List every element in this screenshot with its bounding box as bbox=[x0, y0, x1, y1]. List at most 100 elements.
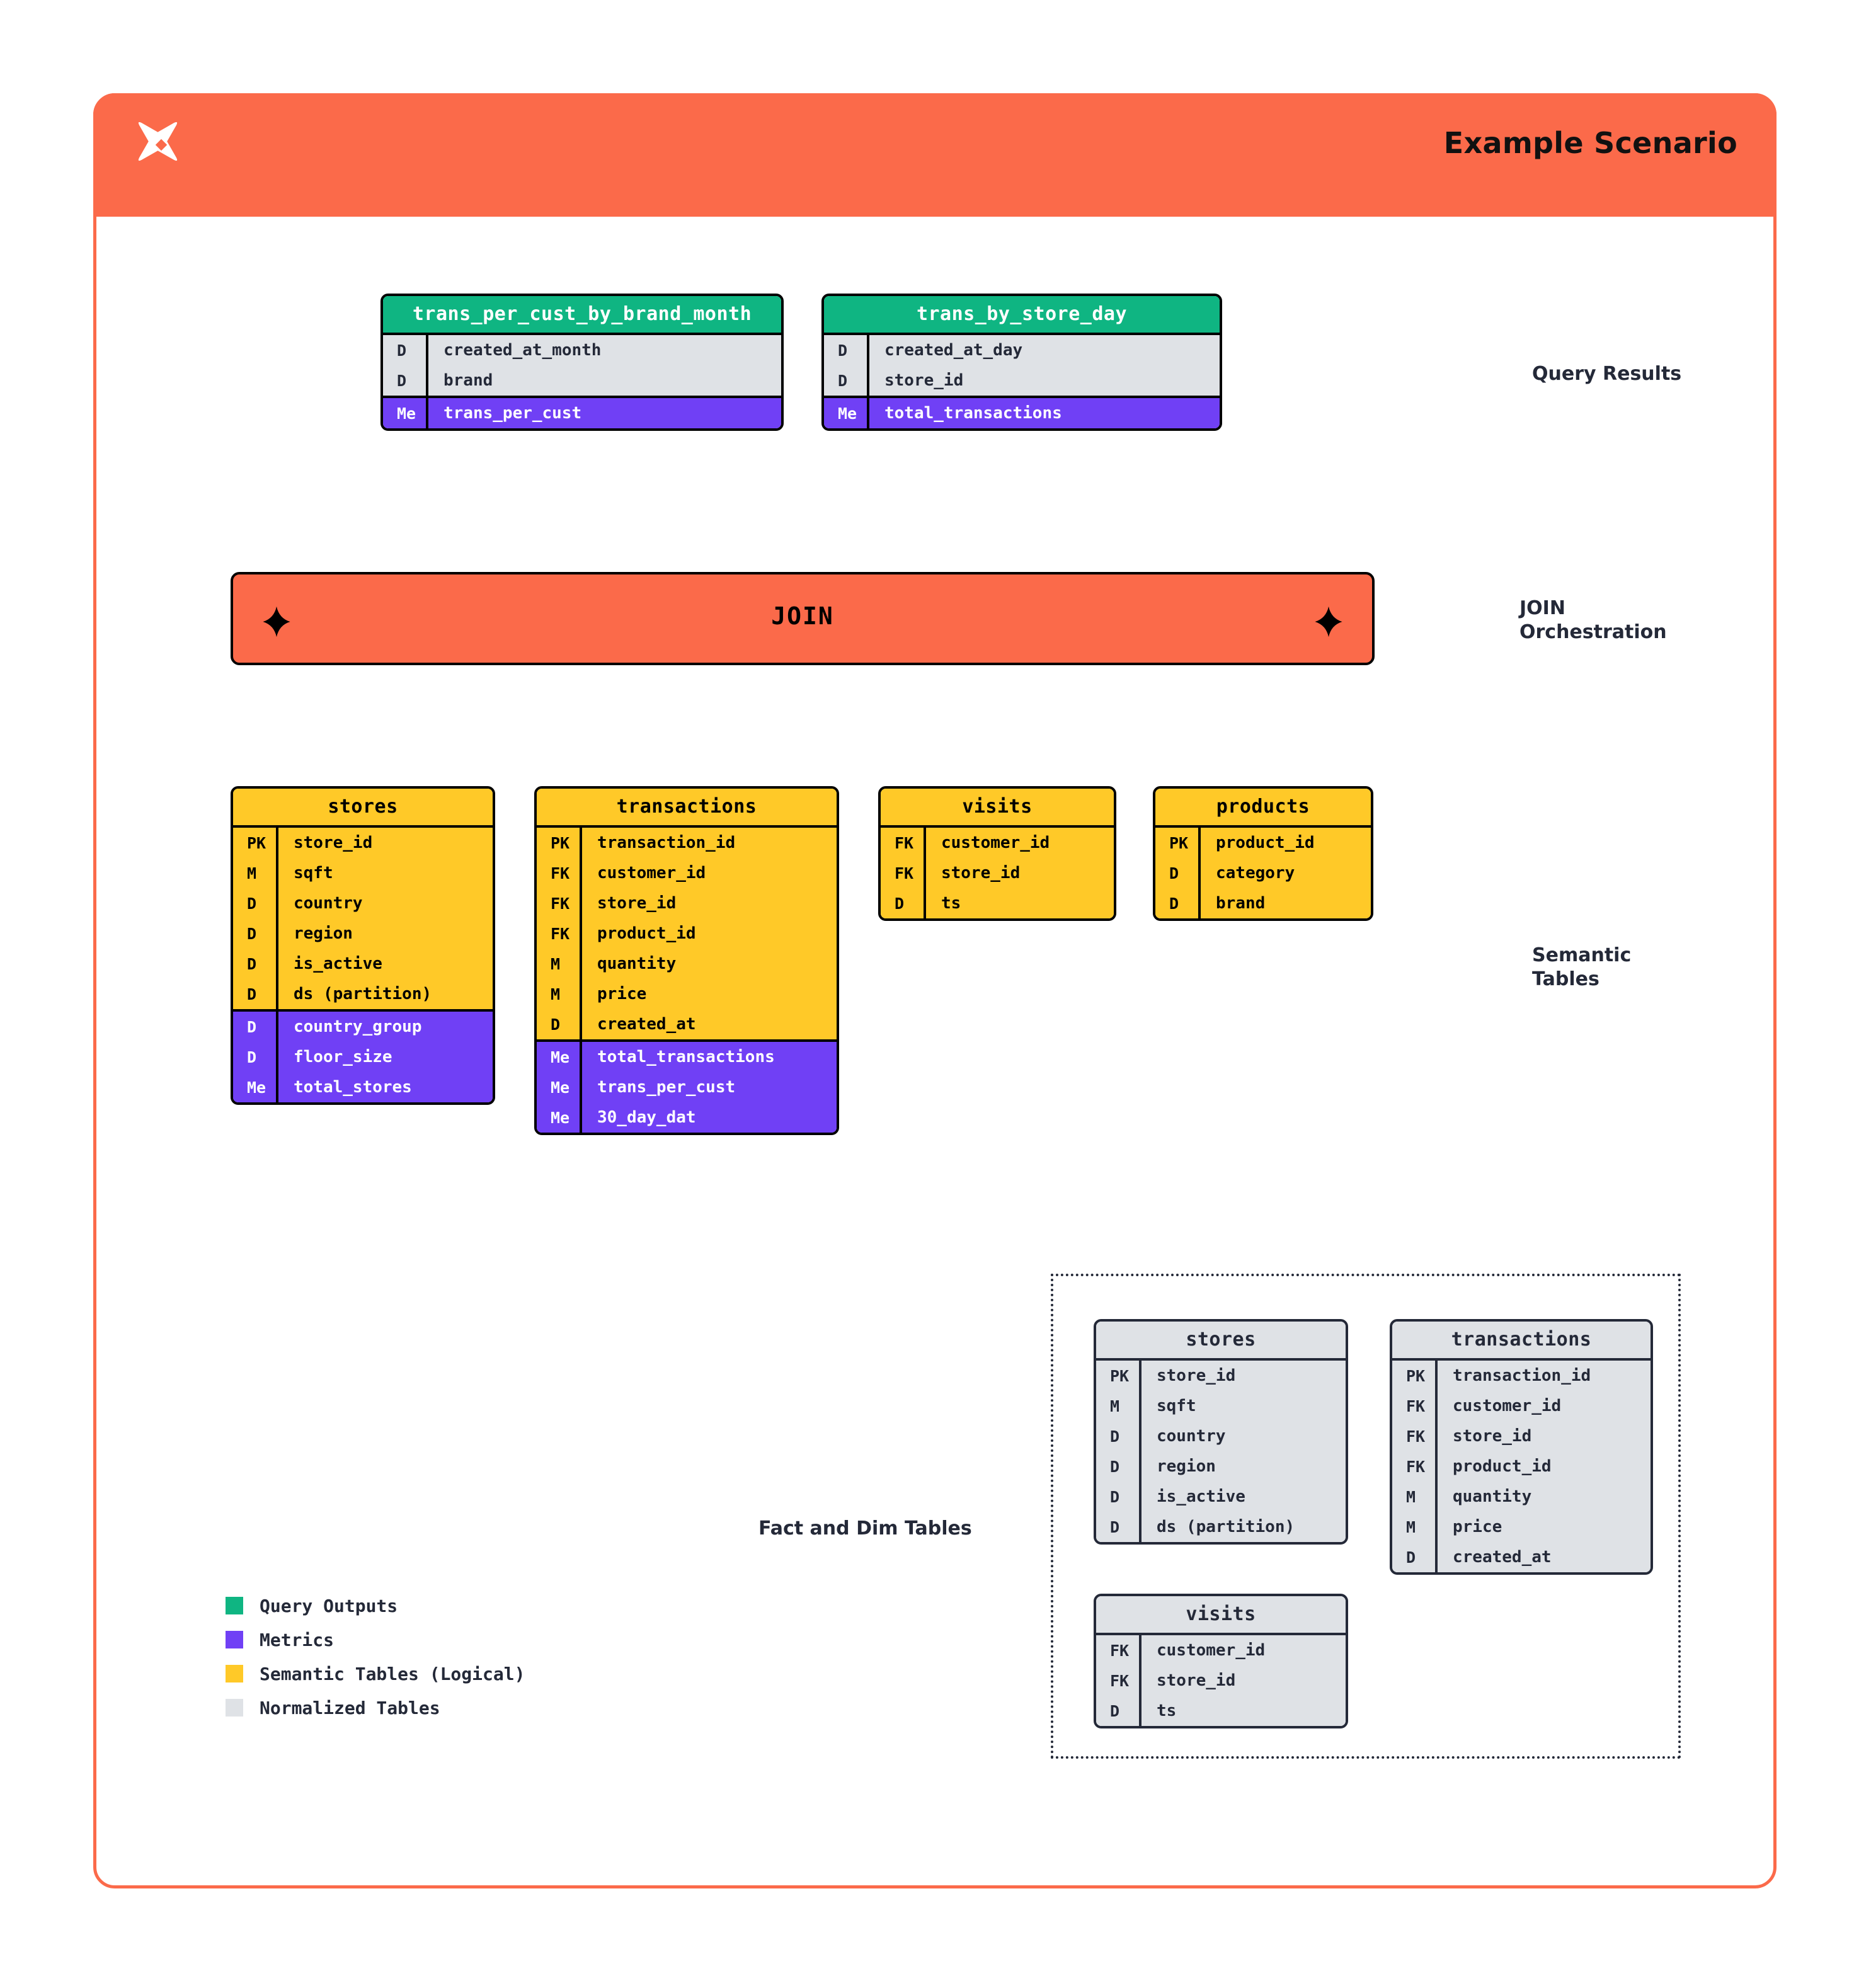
field-name: category bbox=[1216, 864, 1295, 883]
table-row: FK customer_id bbox=[1096, 1635, 1346, 1665]
table-title: visits bbox=[1096, 1596, 1346, 1633]
field-key: FK bbox=[551, 864, 570, 883]
field-name: customer_id bbox=[1157, 1641, 1266, 1660]
query-result-table-trans-by-store-day[interactable]: trans_by_store_day D created_at_day D st… bbox=[821, 294, 1222, 431]
field-key: M bbox=[551, 985, 561, 1003]
field-name: store_id bbox=[1157, 1366, 1236, 1385]
fact-and-dim-group bbox=[1051, 1274, 1681, 1759]
table-body: D created_at_day D store_id Me total_tra… bbox=[824, 333, 1220, 428]
join-orchestration-bar[interactable]: JOIN bbox=[231, 572, 1375, 665]
annotation-join-orchestration: JOIN Orchestration bbox=[1519, 597, 1667, 643]
field-name: store_id bbox=[294, 833, 373, 852]
table-row-metric: Me total_transactions bbox=[824, 398, 1220, 428]
field-name: total_transactions bbox=[884, 404, 1062, 423]
field-key: D bbox=[1406, 1548, 1416, 1567]
field-name: transaction_id bbox=[1453, 1366, 1591, 1385]
table-row: D brand bbox=[383, 365, 781, 396]
legend-swatch-metrics bbox=[226, 1631, 243, 1648]
legend-item: Query Outputs bbox=[226, 1589, 525, 1623]
table-row: FK store_id bbox=[881, 858, 1114, 888]
field-key: M bbox=[551, 954, 561, 973]
field-name: region bbox=[294, 924, 353, 943]
field-name: sqft bbox=[294, 864, 333, 883]
annotation-query-results: Query Results bbox=[1532, 363, 1682, 385]
table-row: D created_at_day bbox=[824, 335, 1220, 365]
table-row-metric: Me trans_per_cust bbox=[383, 398, 781, 428]
annotation-semantic-tables: Semantic Tables bbox=[1532, 944, 1632, 990]
legend-swatch-query-outputs bbox=[226, 1597, 243, 1614]
field-key: D bbox=[1110, 1517, 1120, 1536]
field-name: store_id bbox=[597, 894, 677, 913]
field-key: Me bbox=[247, 1078, 266, 1097]
field-key: PK bbox=[247, 833, 266, 852]
field-key: D bbox=[397, 371, 407, 390]
legend-label: Semantic Tables (Logical) bbox=[260, 1663, 525, 1684]
field-key: Me bbox=[397, 404, 416, 423]
table-title: visits bbox=[881, 789, 1114, 825]
legend-item: Semantic Tables (Logical) bbox=[226, 1657, 525, 1691]
field-key: D bbox=[247, 985, 257, 1003]
field-name: country bbox=[1157, 1427, 1226, 1446]
sparkle-icon bbox=[1312, 605, 1346, 639]
field-name: trans_per_cust bbox=[597, 1078, 736, 1097]
field-name: created_at_month bbox=[443, 341, 602, 360]
field-key: D bbox=[551, 1015, 561, 1034]
field-key: FK bbox=[1406, 1457, 1426, 1476]
annotation-fact-and-dim-tables: Fact and Dim Tables bbox=[758, 1517, 972, 1540]
field-key: D bbox=[247, 924, 257, 943]
table-row: FK store_id bbox=[537, 888, 837, 918]
field-name: ds (partition) bbox=[294, 985, 432, 1003]
field-name: product_id bbox=[1216, 833, 1315, 852]
star-burst-logo-icon bbox=[132, 116, 190, 174]
field-name: 30_day_dat bbox=[597, 1108, 696, 1127]
table-row-metric: Me 30_day_dat bbox=[537, 1102, 837, 1133]
field-name: country bbox=[294, 894, 363, 913]
field-key: D bbox=[247, 1017, 257, 1036]
field-name: trans_per_cust bbox=[443, 404, 582, 423]
legend-label: Normalized Tables bbox=[260, 1697, 440, 1718]
field-key: D bbox=[247, 954, 257, 973]
legend-item: Normalized Tables bbox=[226, 1691, 525, 1725]
field-name: country_group bbox=[294, 1017, 422, 1036]
field-key: FK bbox=[551, 894, 570, 913]
field-key: PK bbox=[551, 833, 570, 852]
field-key: FK bbox=[1110, 1641, 1130, 1660]
field-key: Me bbox=[551, 1048, 570, 1066]
field-name: store_id bbox=[1157, 1671, 1236, 1690]
field-key: PK bbox=[1406, 1366, 1426, 1385]
field-key: Me bbox=[551, 1108, 570, 1127]
field-name: price bbox=[597, 985, 647, 1003]
field-key: FK bbox=[895, 864, 914, 883]
query-result-table-trans-per-cust-by-brand-month[interactable]: trans_per_cust_by_brand_month D created_… bbox=[380, 294, 784, 431]
legend-item: Metrics bbox=[226, 1623, 525, 1657]
field-name: store_id bbox=[941, 864, 1021, 883]
field-key: FK bbox=[1110, 1671, 1130, 1690]
table-title: trans_per_cust_by_brand_month bbox=[383, 296, 781, 333]
legend-label: Query Outputs bbox=[260, 1595, 398, 1616]
